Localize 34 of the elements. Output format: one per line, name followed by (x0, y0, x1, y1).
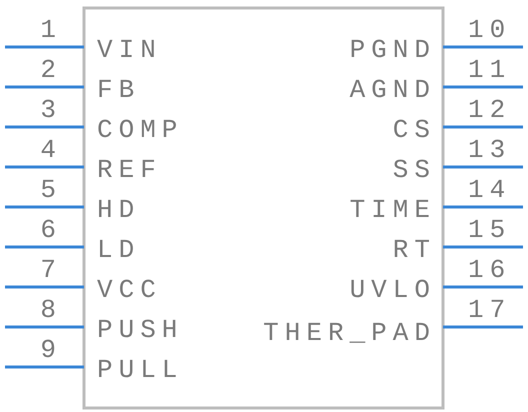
pin-name: UVLO (350, 275, 436, 305)
pin-number: 8 (40, 295, 62, 325)
pin-name: LD (97, 235, 140, 265)
pin-name: PGND (350, 35, 436, 65)
pin-number: 4 (40, 135, 62, 165)
pin-number: 14 (468, 175, 512, 205)
pin-number: 5 (40, 175, 62, 205)
pin-number: 3 (40, 95, 62, 125)
pin-name: SS (392, 155, 436, 185)
pin-name: RT (392, 235, 436, 265)
pin-number: 11 (468, 55, 512, 85)
pin-name: HD (97, 195, 140, 225)
pin-number: 13 (468, 135, 512, 165)
pin-number: 16 (468, 255, 512, 285)
pin-name: THER_PAD (263, 318, 436, 348)
pin-name: CS (392, 115, 436, 145)
pin-number: 17 (468, 295, 512, 325)
pin-name: VIN (97, 35, 162, 65)
pin-number: 7 (40, 255, 62, 285)
pin-number: 10 (468, 15, 512, 45)
pin-number: 15 (468, 215, 512, 245)
pin-name: FB (97, 75, 140, 105)
pin-number: 1 (40, 15, 62, 45)
pin-name: COMP (97, 115, 184, 145)
pin-name: REF (97, 155, 162, 185)
pin-number: 12 (468, 95, 512, 125)
pin-name: PUSH (97, 315, 184, 345)
pin-name: AGND (350, 75, 436, 105)
pin-name: PULL (97, 355, 184, 385)
pin-number: 6 (40, 215, 62, 245)
pin-number: 2 (40, 55, 62, 85)
pin-name: TIME (350, 195, 436, 225)
pin-name: VCC (97, 275, 162, 305)
pin-number: 9 (40, 335, 62, 365)
